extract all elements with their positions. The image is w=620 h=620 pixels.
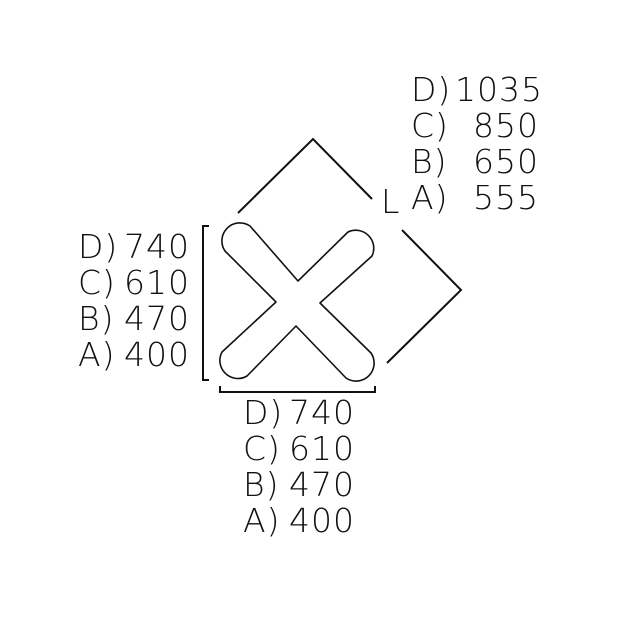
size-key: B) [243,465,280,504]
size-row-c: C)610 [78,265,190,301]
size-row-a: A) 555 [411,180,539,216]
height-dimension-labels: D)740 C)610 B)470 A)400 [78,229,190,373]
size-key: C) [243,429,281,468]
size-key: D) [243,393,284,432]
size-row-b: B) 650 [411,144,539,180]
size-key: A) [243,501,281,540]
size-value: 400 [289,501,355,540]
diagonal-dimension-labels: D)1035 C) 850 B) 650 A) 555 [411,70,543,216]
size-value: 740 [289,393,355,432]
size-row-b: B)470 [243,467,355,503]
size-value: 610 [289,429,355,468]
diagonal-dimension-top-line [237,137,373,214]
size-row-b: B)470 [78,301,190,337]
size-key: B) [411,142,448,181]
size-row-d: D)1035 [411,70,543,109]
size-value: 1035 [455,70,543,109]
diagonal-dimension-right-line [386,229,463,364]
size-key: C) [78,263,116,302]
size-row-c: C) 850 [411,108,539,144]
size-key: A) [411,178,449,217]
size-value: 850 [473,106,539,145]
size-key: D) [411,70,452,109]
size-value: 470 [124,299,190,338]
width-bracket [219,386,376,393]
size-value: 650 [473,142,539,181]
size-value: 610 [124,263,190,302]
size-value: 470 [289,465,355,504]
size-row-c: C)610 [243,431,355,467]
size-value: 400 [124,335,190,374]
size-key: C) [411,106,449,145]
x-shape-outline [219,222,375,382]
size-row-d: D)740 [243,395,355,431]
width-dimension-labels: D)740 C)610 B)470 A)400 [243,395,355,539]
size-key: A) [78,335,116,374]
size-row-d: D)740 [78,229,190,265]
size-key: B) [78,299,115,338]
diagonal-length-marker: L [381,182,400,221]
height-bracket [202,225,209,381]
size-value: 740 [124,227,190,266]
size-row-a: A)400 [243,503,355,539]
size-key: D) [78,227,119,266]
size-row-a: A)400 [78,337,190,373]
size-value: 555 [473,178,539,217]
